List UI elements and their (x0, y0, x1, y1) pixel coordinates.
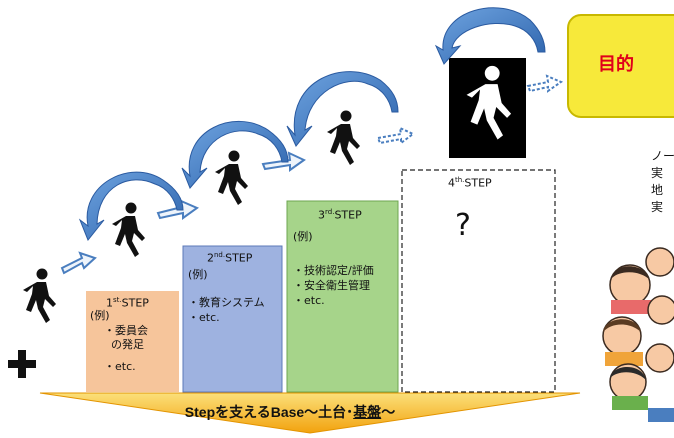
curved-arrows (78, 7, 546, 241)
side-text: ノー 実 地 実 (651, 148, 674, 216)
step-ordinal: th. (455, 176, 465, 184)
step-4-box (401, 169, 556, 393)
base-label-underlined: 基盤 (353, 404, 382, 420)
curved-arrow-icon-3 (286, 71, 399, 147)
side-text-line: ノー (651, 149, 674, 163)
walker-icon-start (23, 268, 56, 323)
step-word: STEP (225, 251, 253, 265)
step-arrows (60, 151, 306, 275)
arrow-icon-1 (60, 251, 97, 275)
step-3-box (286, 200, 399, 393)
people-illustration (602, 247, 674, 422)
base-label-suffix: ～ (381, 404, 396, 420)
step-3-item: ・etc. (293, 294, 325, 307)
step-3-item: ・安全衛生管理 (293, 279, 370, 292)
step-ordinal: nd. (214, 251, 226, 259)
step-3-example: (例) (293, 230, 313, 243)
dashed-arrows (376, 74, 564, 145)
side-text-line: 実 (651, 200, 664, 214)
step-3-title: 3rd.STEP (318, 208, 362, 222)
step-2-title: 2nd.STEP (207, 251, 252, 265)
arrow-icon-5 (526, 74, 564, 93)
step-1-item: ・委員会 (104, 324, 148, 337)
side-text-line: 地 (651, 183, 664, 197)
side-text-line: 実 (651, 166, 664, 180)
step-word: STEP (464, 176, 492, 190)
base-label-prefix: Stepを支えるBase～土台･ (184, 404, 354, 420)
step-2-box (182, 245, 283, 393)
walker-icon-step3 (327, 110, 360, 165)
plus-icon (8, 350, 36, 378)
step-1-item: ・etc. (104, 360, 136, 373)
step-1-box (86, 291, 179, 392)
walker-icon-step2 (215, 150, 248, 205)
step-2-item: ・etc. (188, 311, 220, 324)
step-4-question: ? (455, 208, 471, 243)
step-2-item: ・教育システム (188, 296, 265, 309)
step-word: STEP (334, 208, 362, 222)
step-number: 4 (448, 176, 455, 190)
curved-arrow-icon-1 (78, 171, 184, 241)
step-number: 2 (207, 251, 214, 265)
step-word: STEP (121, 296, 149, 310)
curved-arrow-icon-2 (181, 120, 289, 189)
step-ordinal: st. (113, 296, 122, 304)
step-1-title: 1st.STEP (106, 296, 149, 310)
arrow-icon-4 (376, 126, 415, 145)
base-banner (39, 392, 581, 434)
step-ordinal: rd. (325, 208, 335, 216)
base-label: Stepを支えるBase～土台･基盤～ (125, 402, 455, 422)
step-1-item: の発足 (104, 338, 144, 351)
step-1-example: (例) (90, 309, 110, 322)
step-2-example: (例) (188, 268, 208, 281)
step-4-title: 4th.STEP (448, 176, 492, 190)
step-number: 1 (106, 296, 113, 310)
step-number: 3 (318, 208, 325, 222)
step-3-item: ・技術認定/評価 (293, 264, 374, 277)
walker-icon-step1 (112, 202, 145, 257)
goal-label: 目的 (598, 54, 634, 75)
goal-box (567, 14, 674, 118)
curved-arrow-icon-4 (434, 7, 546, 65)
